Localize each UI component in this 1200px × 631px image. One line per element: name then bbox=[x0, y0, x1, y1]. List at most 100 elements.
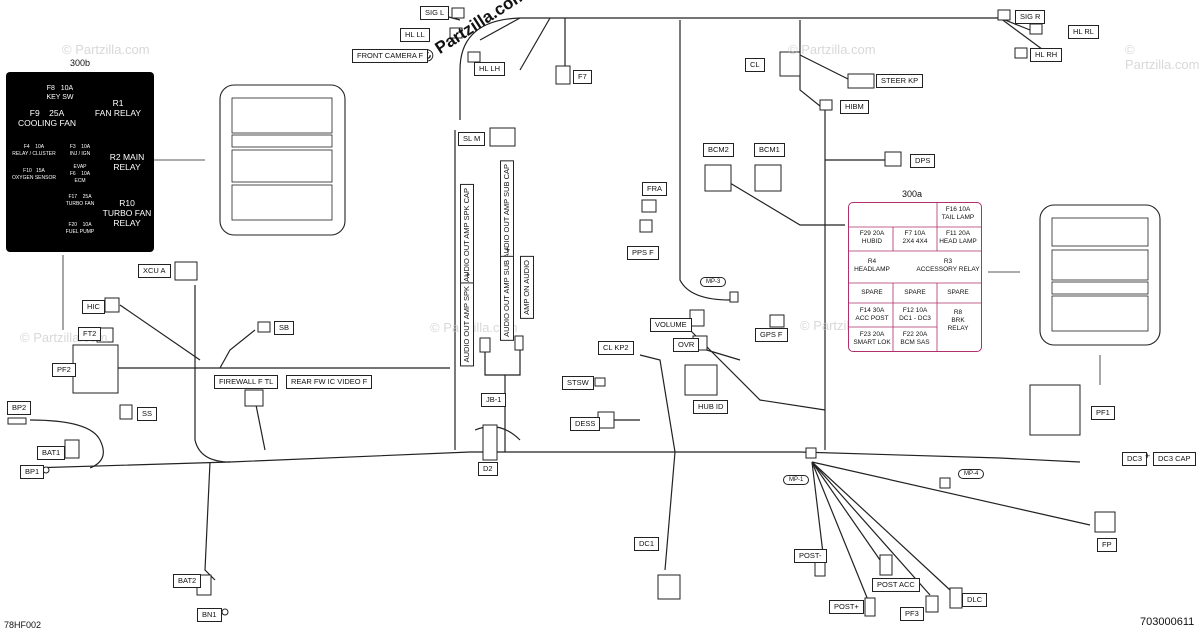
harness-post-acc bbox=[811, 461, 881, 561]
f9-label: F9 bbox=[29, 108, 40, 118]
r3-desc: ACCESSORY RELAY bbox=[916, 266, 980, 273]
spare-3: SPARE bbox=[947, 289, 969, 296]
f6-desc: ECM bbox=[74, 178, 86, 184]
harness-fp bbox=[811, 461, 1091, 526]
connector-xcu-a[interactable]: XCU A bbox=[138, 264, 171, 278]
connector-front-camera-f[interactable]: FRONT CAMERA F bbox=[352, 49, 429, 63]
connector-post-minus[interactable]: POST- bbox=[794, 549, 827, 563]
splice-mp1[interactable]: MP-1 bbox=[783, 475, 810, 485]
connector-fra[interactable]: FRA bbox=[642, 182, 667, 196]
harness-right-vertical bbox=[799, 20, 826, 450]
connector-dc1[interactable]: DC1 bbox=[634, 537, 660, 551]
label-audio-sub[interactable]: AUDIO OUT AMP SUB bbox=[500, 256, 514, 341]
connector-post-acc[interactable]: POST ACC bbox=[872, 578, 920, 592]
f7-label: F7 10A bbox=[904, 230, 926, 237]
f23-desc: SMART LOK bbox=[853, 339, 891, 346]
r1-label: R1 bbox=[112, 98, 124, 108]
r4-label: R4 bbox=[867, 258, 877, 265]
fusebox-300b-panel: F8 10A KEY SW F9 25A COOLING FAN R1 FAN … bbox=[6, 72, 154, 252]
label-audio-spk[interactable]: AUDIO OUT AMP SPK bbox=[460, 282, 474, 367]
connector-stsw[interactable]: STSW bbox=[562, 376, 594, 390]
harness-dc1 bbox=[664, 451, 676, 571]
connector-d2[interactable]: D2 bbox=[478, 462, 498, 476]
r8-label: R8 bbox=[953, 309, 963, 316]
connector-hic[interactable]: HIC bbox=[82, 300, 105, 314]
connector-bat1[interactable]: BAT1 bbox=[37, 446, 66, 460]
connector-f7[interactable]: F7 bbox=[573, 70, 592, 84]
evap-label: EVAP bbox=[73, 164, 87, 170]
f3-desc: INJ / IGN bbox=[69, 151, 91, 157]
harness-bcm-branch bbox=[724, 179, 845, 226]
harness-bp2 bbox=[29, 419, 104, 469]
connector-post-plus[interactable]: POST+ bbox=[829, 600, 864, 614]
connector-hl-ll[interactable]: HL LL bbox=[400, 28, 430, 42]
connector-dc3[interactable]: DC3 bbox=[1122, 452, 1148, 466]
connector-steer-kp[interactable]: STEER KP bbox=[876, 74, 924, 88]
harness-bat2 bbox=[204, 461, 216, 581]
connector-pf3[interactable]: PF3 bbox=[900, 607, 924, 621]
dc3-plus: + bbox=[1145, 451, 1151, 461]
f10-desc: OXYGEN SENSOR bbox=[12, 175, 56, 181]
connector-pps-f[interactable]: PPS F bbox=[627, 246, 659, 260]
f20-amp: 10A bbox=[82, 222, 92, 228]
f23-label: F23 20A bbox=[859, 331, 885, 338]
connector-pf1[interactable]: PF1 bbox=[1091, 406, 1115, 420]
connector-bp2[interactable]: BP2 bbox=[7, 401, 32, 415]
harness-audio bbox=[484, 345, 521, 376]
connector-dc3-cap[interactable]: DC3 CAP bbox=[1153, 452, 1196, 466]
connector-cl[interactable]: CL bbox=[745, 58, 765, 72]
harness-firewall bbox=[254, 399, 266, 451]
connector-firewall-f-tl[interactable]: FIREWALL F TL bbox=[214, 375, 279, 389]
connector-hub-id[interactable]: HUB ID bbox=[693, 400, 729, 414]
connector-pf2[interactable]: PF2 bbox=[52, 363, 76, 377]
connector-hl-rl[interactable]: HL RL bbox=[1068, 25, 1099, 39]
harness-hic bbox=[119, 304, 201, 361]
r8-desc: BRK bbox=[951, 317, 965, 324]
connector-hibm[interactable]: HIBM bbox=[840, 100, 869, 114]
splice-mp3[interactable]: MP-3 bbox=[700, 277, 727, 287]
connector-volume[interactable]: VOLUME bbox=[650, 318, 692, 332]
connector-jb1[interactable]: JB-1 bbox=[481, 393, 507, 407]
label-amp-on-audio[interactable]: AMP ON AUDIO bbox=[520, 256, 534, 319]
connector-dlc[interactable]: DLC bbox=[962, 593, 988, 607]
harness-clkp2 bbox=[639, 354, 676, 453]
f22-desc: BCM SAS bbox=[900, 339, 930, 346]
connector-bn1[interactable]: BN1 bbox=[197, 608, 222, 622]
harness-jb1 bbox=[474, 426, 521, 441]
f29-desc: HUBID bbox=[861, 238, 883, 245]
f7-desc: 2X4 4X4 bbox=[902, 238, 928, 245]
r3-label: R3 bbox=[943, 258, 953, 265]
drawing-id-left: 78HF002 bbox=[4, 620, 42, 630]
f8-amp: 10A bbox=[60, 85, 74, 92]
splice-mp4[interactable]: MP-4 bbox=[958, 469, 985, 479]
connector-rear-fw-ic-video-f[interactable]: REAR FW IC VIDEO F bbox=[286, 375, 373, 389]
connector-sig-r[interactable]: SIG R bbox=[1015, 10, 1046, 24]
harness-center-vertical bbox=[679, 20, 731, 301]
harness-volume bbox=[689, 329, 826, 411]
f10-label: F10 bbox=[23, 168, 32, 174]
r8-desc2: RELAY bbox=[947, 325, 969, 332]
connector-ss[interactable]: SS bbox=[137, 407, 158, 421]
connector-sig-l[interactable]: SIG L bbox=[420, 6, 450, 20]
connector-dps[interactable]: DPS bbox=[910, 154, 936, 168]
connector-bcm2[interactable]: BCM2 bbox=[703, 143, 734, 157]
connector-sb[interactable]: SB bbox=[274, 321, 295, 335]
drawing-id-right: 703000611 bbox=[1140, 616, 1195, 628]
connector-ovr[interactable]: OVR bbox=[673, 338, 700, 352]
connector-dess[interactable]: DESS bbox=[570, 417, 601, 431]
fusebox-300b-title: 300b bbox=[70, 58, 91, 68]
harness-sb bbox=[219, 329, 256, 369]
connector-bat2[interactable]: BAT2 bbox=[173, 574, 202, 588]
connector-hl-lh[interactable]: HL LH bbox=[474, 62, 505, 76]
connector-gps-f[interactable]: GPS F bbox=[755, 328, 788, 342]
f22-label: F22 20A bbox=[902, 331, 928, 338]
connector-bcm1[interactable]: BCM1 bbox=[754, 143, 785, 157]
f4-label: F4 bbox=[23, 144, 30, 150]
connector-hl-rh[interactable]: HL RH bbox=[1030, 48, 1063, 62]
connector-cl-kp2[interactable]: CL KP2 bbox=[598, 341, 634, 355]
connector-ft2[interactable]: FT2 bbox=[78, 327, 102, 341]
spare-1: SPARE bbox=[861, 289, 883, 296]
connector-bp1[interactable]: BP1 bbox=[20, 465, 45, 479]
connector-sl-m[interactable]: SL M bbox=[458, 132, 486, 146]
connector-fp[interactable]: FP bbox=[1097, 538, 1117, 552]
